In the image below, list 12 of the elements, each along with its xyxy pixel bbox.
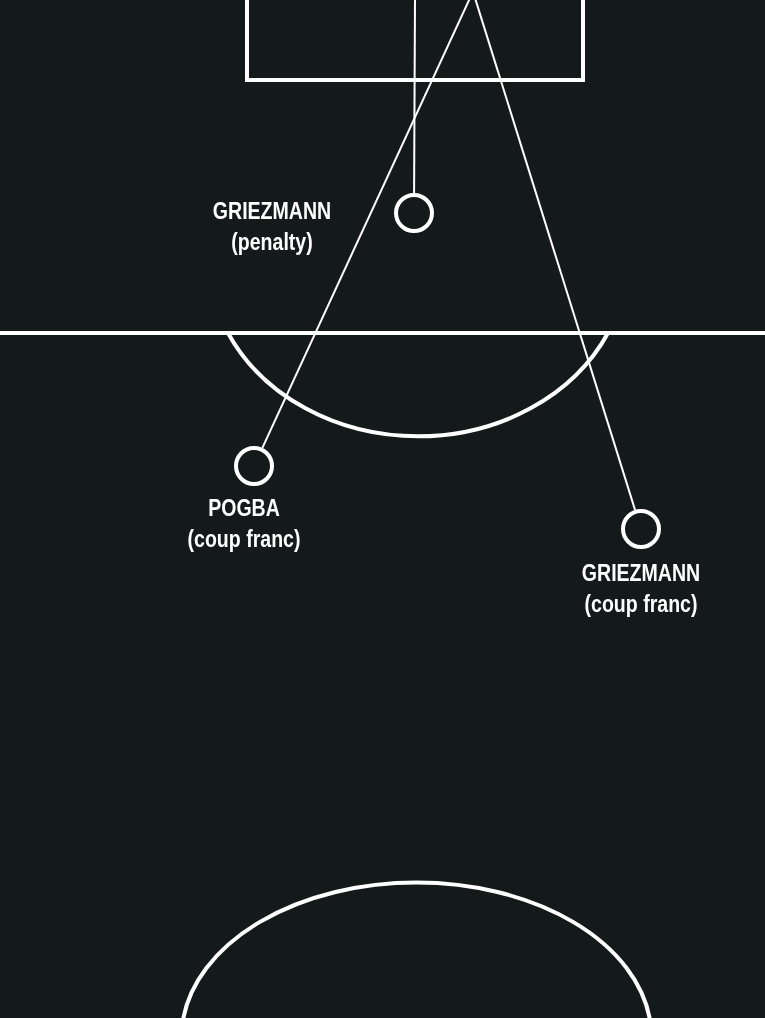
player-label: POGBA bbox=[207, 494, 281, 523]
player-label: (coup franc) bbox=[187, 525, 301, 554]
shot-position-circle bbox=[394, 193, 434, 233]
shot-position-circle bbox=[234, 446, 274, 486]
player-label: GRIEZMANN bbox=[212, 197, 332, 226]
player-label: (penalty) bbox=[230, 228, 314, 257]
player-label: GRIEZMANN bbox=[581, 559, 701, 588]
shot-position-circle bbox=[621, 509, 661, 549]
player-label: (coup franc) bbox=[583, 590, 699, 619]
shot-line bbox=[261, 0, 471, 449]
shot-line bbox=[413, 0, 416, 194]
shot-line bbox=[474, 0, 637, 511]
